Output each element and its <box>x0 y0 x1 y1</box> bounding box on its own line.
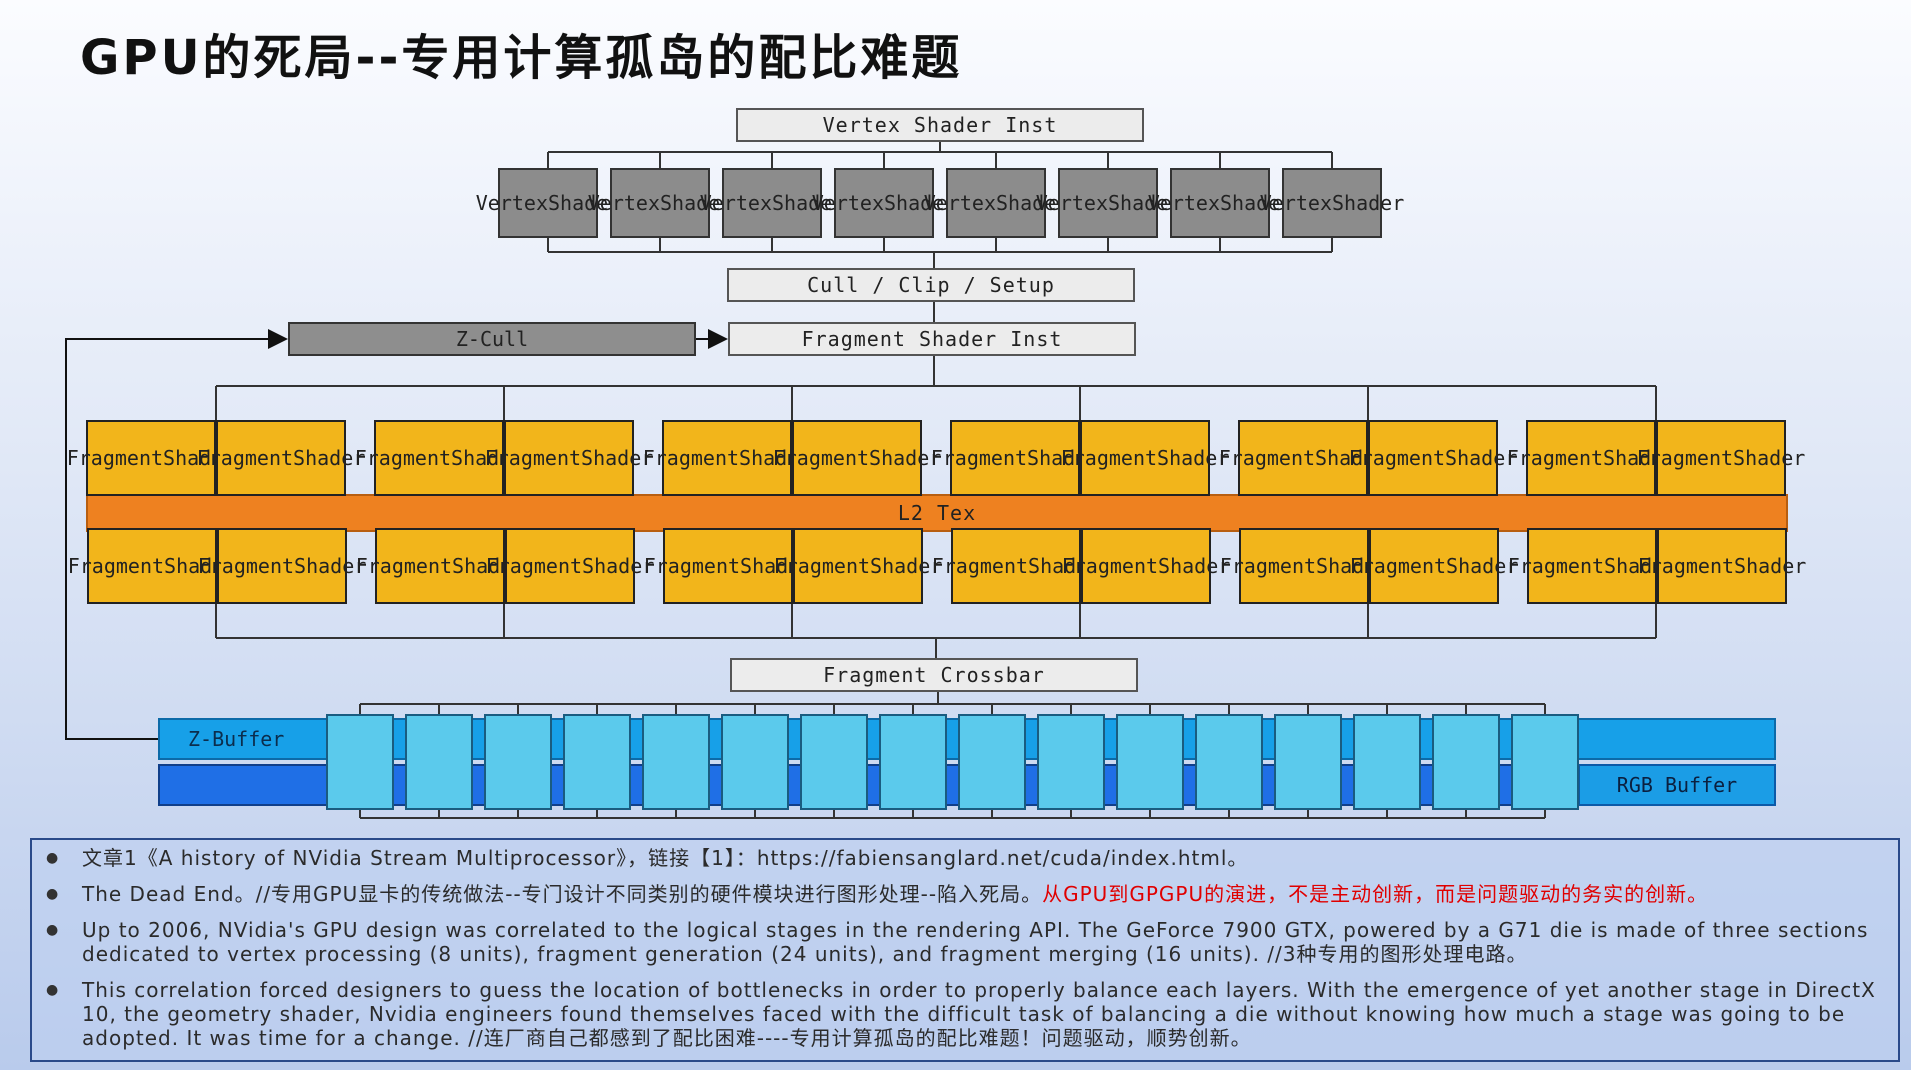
note-item: This correlation forced designers to gue… <box>46 978 1878 1050</box>
page-title: GPU的死局--专用计算孤岛的配比难题 <box>80 30 963 86</box>
fragment-merge-unit <box>879 714 947 810</box>
diagram-connectors <box>65 142 1657 819</box>
notes-panel: 文章1《A history of NVidia Stream Multiproc… <box>30 838 1900 1062</box>
fragment-merge-unit <box>405 714 473 810</box>
fragment-merge-unit <box>1195 714 1263 810</box>
fragment-merge-unit <box>1037 714 1105 810</box>
fragment-merge-unit <box>642 714 710 810</box>
fragment-merge-unit <box>563 714 631 810</box>
fragment-shader-inst-box: Fragment Shader Inst <box>728 322 1136 356</box>
fragment-merge-unit <box>800 714 868 810</box>
fragment-merge-unit <box>721 714 789 810</box>
fragment-merge-unit <box>484 714 552 810</box>
fragment-merge-unit <box>1274 714 1342 810</box>
note-item: Up to 2006, NVidia's GPU design was corr… <box>46 918 1878 966</box>
fragment-merge-unit <box>1116 714 1184 810</box>
fragment-merge-unit <box>1432 714 1500 810</box>
note-item: 文章1《A history of NVidia Stream Multiproc… <box>46 846 1878 870</box>
rgb-buffer-label: RGB Buffer <box>1578 764 1776 806</box>
fragment-merge-unit <box>1353 714 1421 810</box>
highlight-text: 从GPU到GPGPU的演进，不是主动创新，而是问题驱动的务实的创新。 <box>1042 882 1709 906</box>
l2-tex-bar: L2 Tex <box>86 494 1788 532</box>
vertex-shader-inst-box: Vertex Shader Inst <box>736 108 1144 142</box>
cull-clip-setup-box: Cull / Clip / Setup <box>727 268 1135 302</box>
fragment-merge-unit <box>958 714 1026 810</box>
fragment-merge-unit <box>1511 714 1579 810</box>
z-cull-box: Z-Cull <box>288 322 696 356</box>
fragment-crossbar-box: Fragment Crossbar <box>730 658 1138 692</box>
note-item: The Dead End。//专用GPU显卡的传统做法--专门设计不同类别的硬件… <box>46 882 1878 906</box>
fragment-merge-unit <box>326 714 394 810</box>
